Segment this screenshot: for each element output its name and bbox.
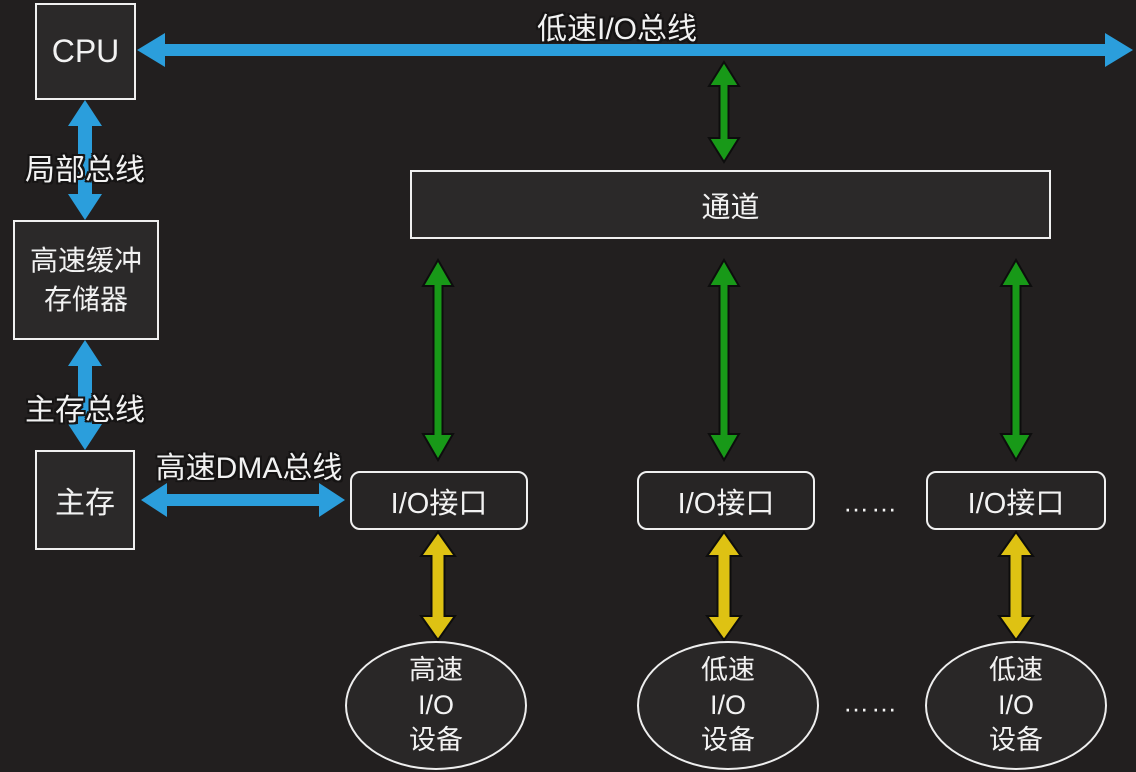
device-2-line3: 设备	[701, 725, 755, 756]
cache-memory-node: 高速缓冲 存储器	[13, 220, 159, 340]
cpu-node: CPU	[35, 3, 136, 100]
channel-label: 通道	[701, 191, 760, 224]
cpu-label: CPU	[51, 33, 120, 69]
io-interface-1-node: I/O接口	[350, 471, 528, 530]
device-3-line3: 设备	[989, 725, 1043, 756]
io1-to-device1-arrow	[419, 530, 457, 642]
device-2-line1: 低速	[701, 654, 755, 685]
device-1-line1: 高速	[409, 654, 463, 685]
low-speed-io-bus-label: 低速I/O总线	[536, 13, 698, 46]
channel-to-io3-arrow	[999, 257, 1033, 463]
device-1-line3: 设备	[409, 725, 463, 756]
io2-to-device2-arrow	[705, 530, 743, 642]
cache-label-line1: 高速缓冲	[29, 244, 142, 276]
high-speed-io-device-node: 高速 I/O 设备	[345, 641, 527, 770]
io-interface-3-label: I/O接口	[967, 487, 1065, 520]
low-speed-io-device-node-2: 低速 I/O 设备	[925, 641, 1107, 770]
channel-to-io2-arrow	[707, 257, 741, 463]
device-1-line2: I/O	[417, 689, 454, 720]
local-bus-label: 局部总线	[25, 154, 145, 187]
low-speed-io-device-node-1: 低速 I/O 设备	[637, 641, 819, 770]
device-2-line2: I/O	[709, 689, 746, 720]
channel-to-io1-arrow	[421, 257, 455, 463]
main-memory-node: 主存	[35, 450, 135, 550]
dma-bus-arrow	[141, 483, 345, 517]
device-3-line2: I/O	[997, 689, 1034, 720]
main-memory-bus-label: 主存总线	[25, 394, 145, 427]
channel-node: 通道	[410, 170, 1051, 239]
io-interface-3-node: I/O接口	[926, 471, 1106, 530]
main-memory-bus-arrow	[68, 340, 102, 450]
cache-label-line2: 存储器	[43, 284, 128, 315]
interfaces-ellipsis: ……	[843, 487, 899, 518]
local-bus-arrow	[68, 100, 102, 220]
io-interface-1-label: I/O接口	[390, 487, 488, 520]
device-3-line1: 低速	[989, 654, 1043, 685]
low-speed-io-bus-arrow	[137, 33, 1133, 67]
io-interface-2-label: I/O接口	[677, 487, 775, 520]
bus-to-channel-arrow	[707, 60, 741, 164]
io-interface-2-node: I/O接口	[637, 471, 815, 530]
dma-bus-label: 高速DMA总线	[155, 452, 343, 485]
devices-ellipsis: ……	[843, 687, 899, 718]
io3-to-device3-arrow	[997, 530, 1035, 642]
main-memory-label: 主存	[55, 487, 115, 520]
